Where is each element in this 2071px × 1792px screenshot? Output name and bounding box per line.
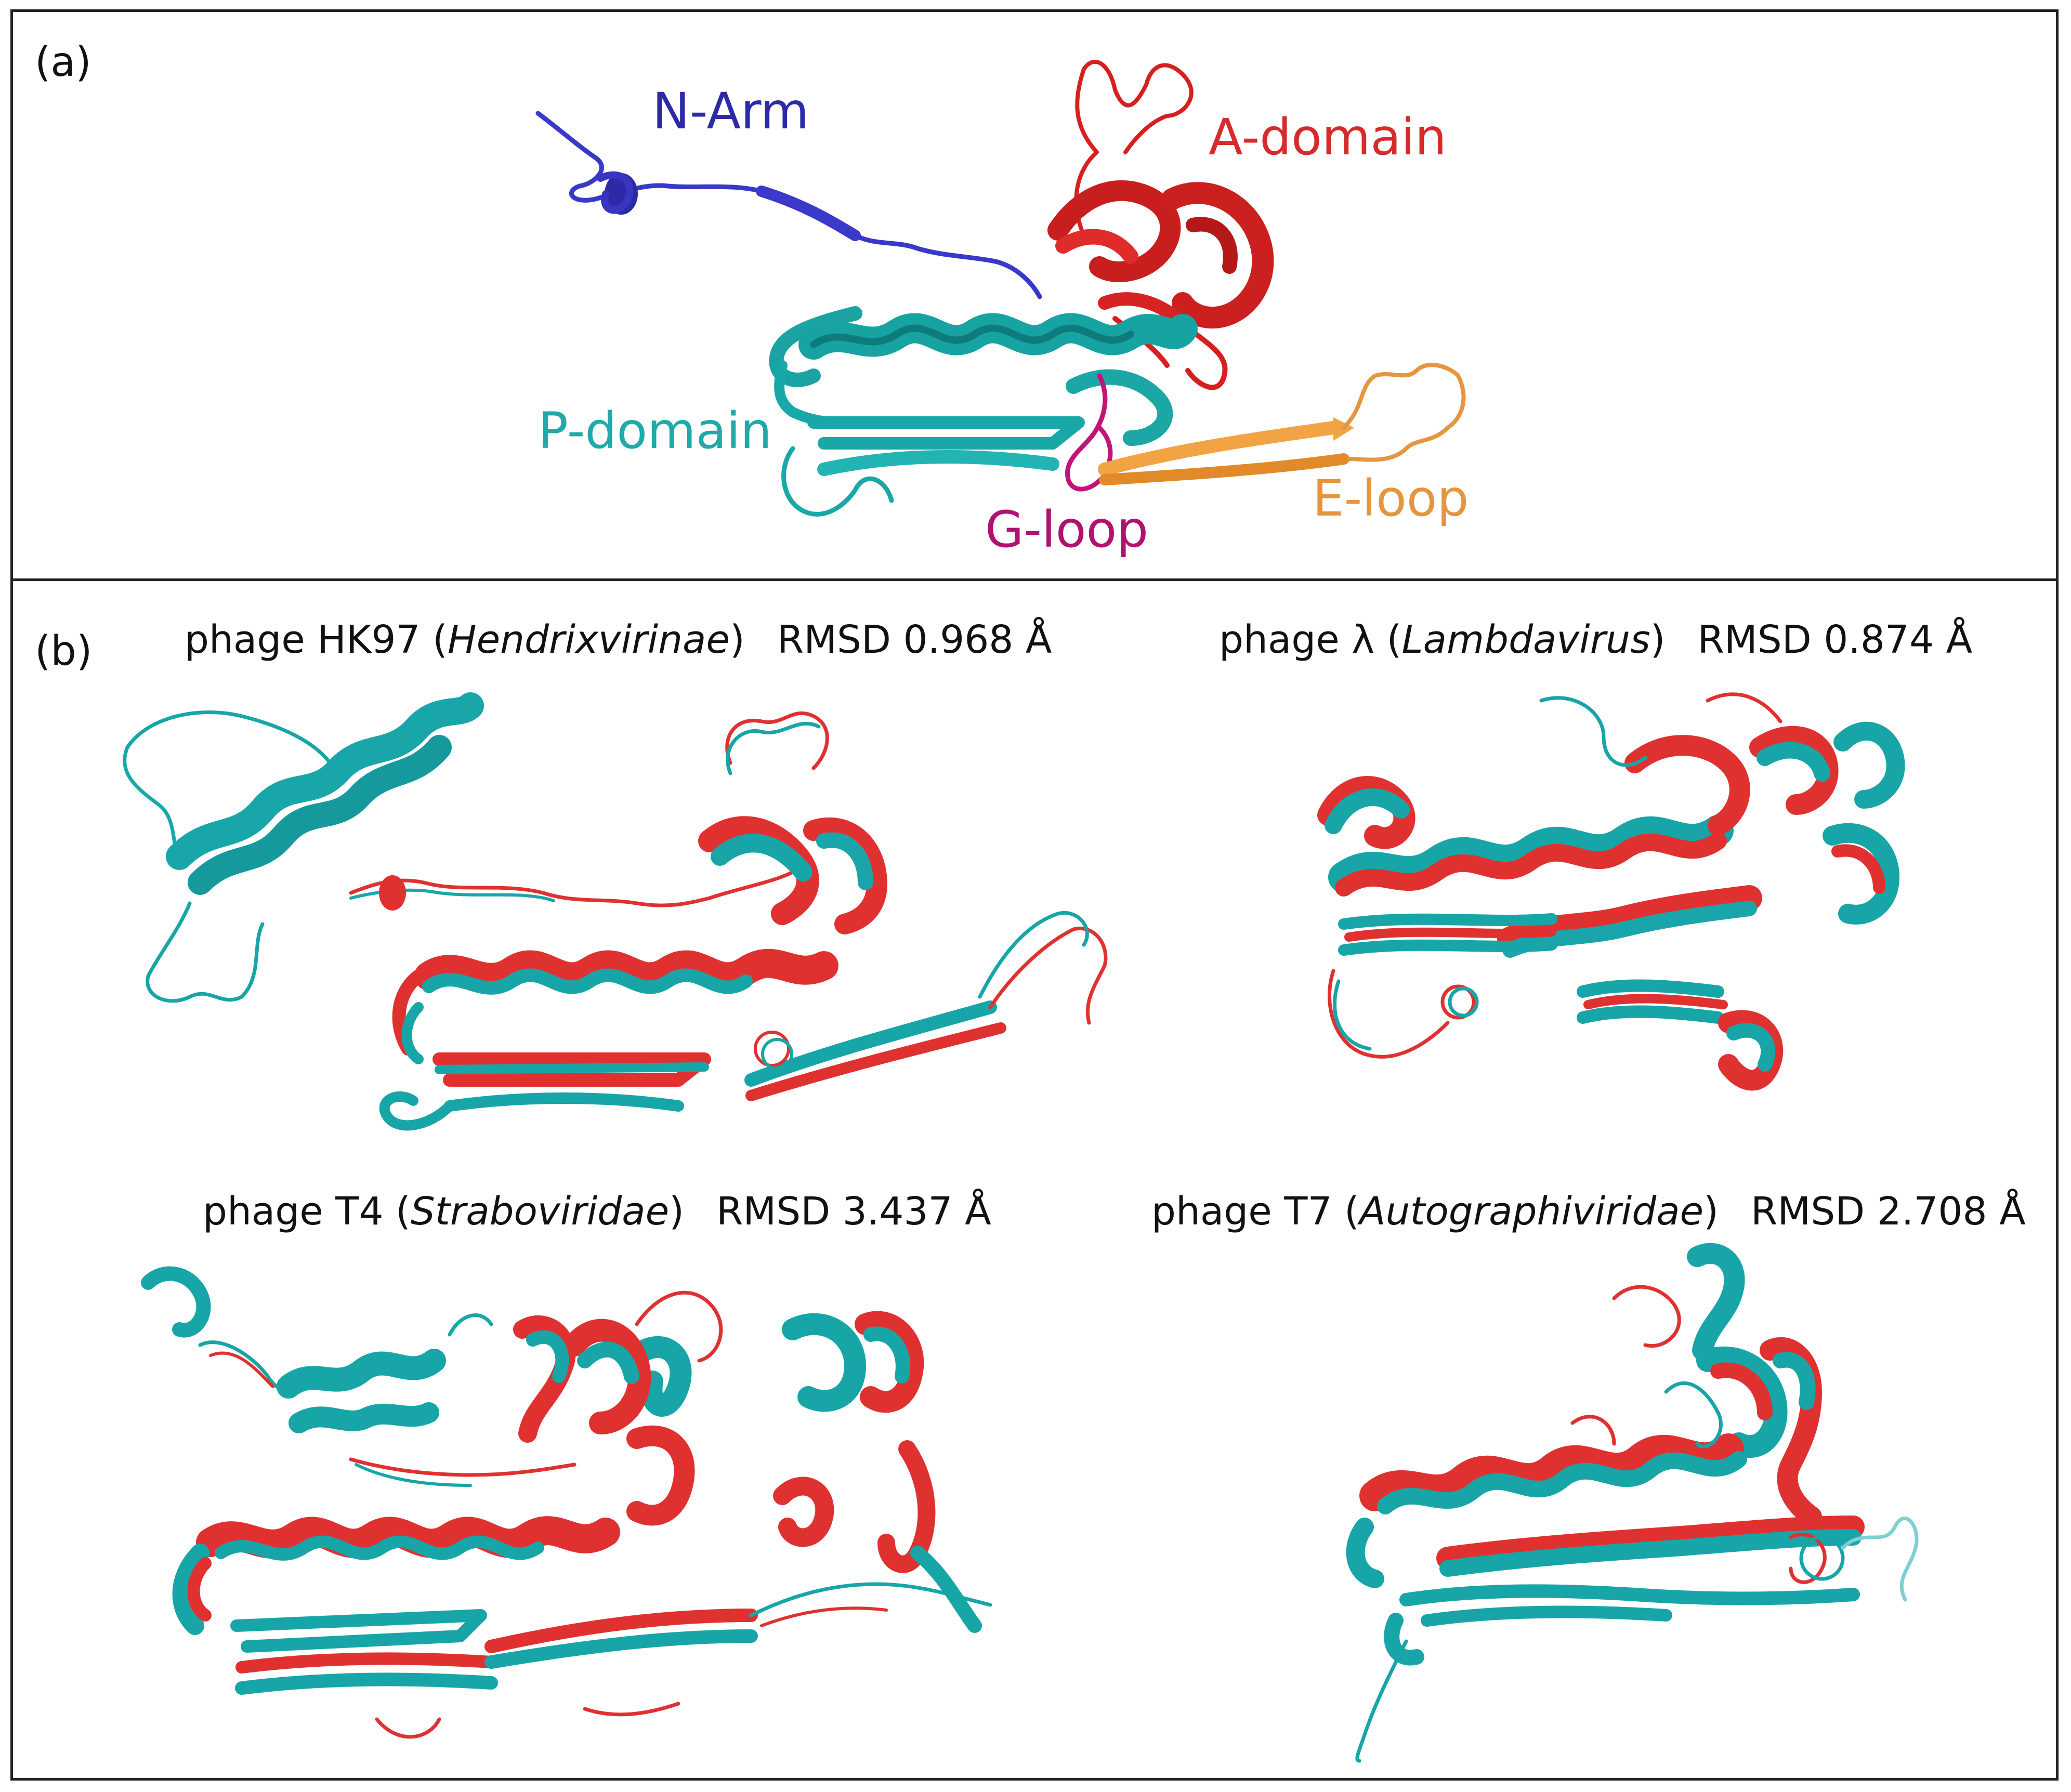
e-loop-label: E-loop [1313, 469, 1469, 528]
caption-hk97-rmsd: RMSD 0.968 Å [777, 617, 1052, 662]
g-loop-ribbon [1065, 373, 1113, 492]
a-domain-label: A-domain [1209, 108, 1447, 166]
p-domain-ribbon [769, 306, 1198, 517]
caption-lambda-prefix: phage λ ( [1219, 617, 1402, 662]
g-loop-label: G-loop [985, 500, 1149, 559]
panel-a-structure [535, 59, 1466, 517]
panel-a: (a) [13, 12, 2056, 578]
panel-b-label: (b) [35, 628, 93, 675]
caption-t7-family: Autographiviridae [1359, 1189, 1704, 1234]
caption-t7-prefix: phage T7 ( [1151, 1189, 1359, 1234]
caption-t4: phage T4 (Straboviridae) RMSD 3.437 Å [203, 1189, 991, 1234]
n-arm-label: N-Arm [652, 82, 809, 140]
panel-divider [13, 578, 2056, 581]
caption-t4-suffix: ) [669, 1189, 684, 1234]
caption-hk97-family: Hendrixvirinae [447, 617, 730, 662]
caption-hk97-suffix: ) [729, 617, 745, 662]
n-arm-ribbon [535, 111, 1042, 299]
caption-t7-suffix: ) [1703, 1189, 1719, 1234]
hk97-overlay-structure [123, 692, 1108, 1131]
t7-overlay-structure [1346, 1243, 1919, 1763]
p-domain-label: P-domain [538, 402, 772, 460]
caption-lambda-rmsd: RMSD 0.874 Å [1697, 617, 1973, 662]
caption-lambda-family: Lambdavirus [1401, 617, 1650, 662]
panel-b: (b) phage HK97 (Hendrixvirinae) RMSD 0.96… [13, 581, 2056, 1779]
lambda-overlay-structure [1317, 692, 1905, 1091]
panel-a-label: (a) [35, 39, 91, 86]
caption-hk97: phage HK97 (Hendrixvirinae) RMSD 0.968 Å [185, 617, 1052, 662]
caption-t7-rmsd: RMSD 2.708 Å [1750, 1189, 2026, 1234]
t4-overlay-structure [141, 1266, 992, 1739]
caption-t4-family: Straboviridae [410, 1189, 670, 1234]
caption-hk97-prefix: phage HK97 ( [185, 617, 448, 662]
caption-lambda-suffix: ) [1650, 617, 1666, 662]
e-loop-ribbon [1098, 363, 1466, 485]
caption-t7: phage T7 (Autographiviridae) RMSD 2.708 Å [1151, 1189, 2026, 1234]
caption-lambda: phage λ (Lambdavirus) RMSD 0.874 Å [1219, 617, 1972, 662]
figure: (a) [10, 9, 2059, 1781]
a-domain-ribbon [1047, 59, 1274, 390]
caption-t4-prefix: phage T4 ( [203, 1189, 411, 1234]
caption-t4-rmsd: RMSD 3.437 Å [716, 1189, 991, 1234]
